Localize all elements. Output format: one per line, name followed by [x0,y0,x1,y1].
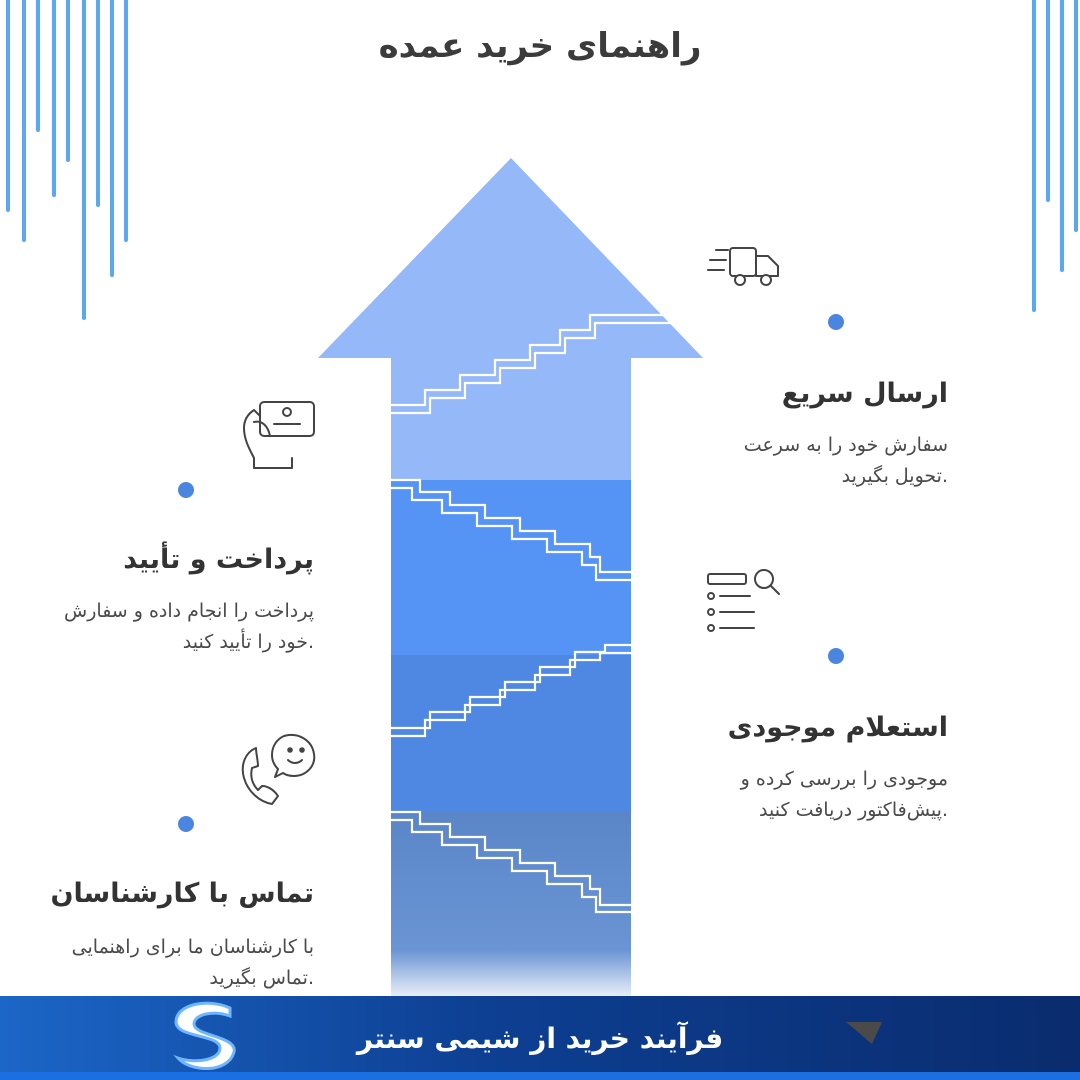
step-dot [178,482,194,498]
step-title-inventory-inquiry: استعلام موجودی [727,712,948,743]
step-desc-line1: با کارشناسان ما برای راهنمایی [71,936,314,958]
step-dot [178,816,194,832]
footer-title: فرآیند خرید از شیمی سنتر [356,1022,724,1055]
footer-triangle-icon [846,1022,882,1044]
step-desc-line2: .پیش‌فاکتور دریافت کنید [759,799,948,821]
staircase-arrow [318,158,703,996]
phone-chat-icon [241,734,316,805]
hand-card-icon [243,401,315,469]
search-list-icon [707,569,780,632]
step-desc-line2: .تماس بگیرید [209,967,314,989]
step-title-payment-confirm: پرداخت و تأیید [123,544,314,575]
step-desc-line2: .خود را تأیید کنید [182,631,314,653]
step-dot [828,314,844,330]
step-desc-line2: .تحویل بگیرید [841,465,948,487]
page-title: راهنمای خرید عمده [378,26,702,66]
step-dot [828,648,844,664]
step-desc-line1: پرداخت را انجام داده و سفارش [64,600,314,622]
footer-bar [0,996,1080,1080]
step-title-fast-delivery: ارسال سریع [781,378,948,409]
step-title-contact-experts: تماس با کارشناسان [50,878,314,909]
step-desc-line1: سفارش خود را به سرعت [743,434,948,456]
step-desc-line1: موجودی را بررسی کرده و [740,768,948,790]
delivery-truck-icon [707,247,779,286]
footer-stripe [0,1072,1080,1080]
company-logo-icon [173,1001,236,1071]
